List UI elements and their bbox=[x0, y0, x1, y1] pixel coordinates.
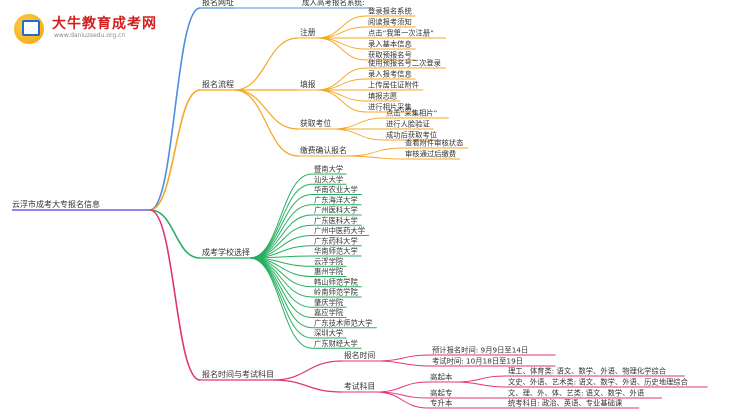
flow-leaf: 录入基本信息 bbox=[368, 40, 412, 49]
subjects-subbranch: 考试科目 bbox=[344, 381, 375, 391]
connector bbox=[249, 183, 313, 259]
time-subbranch: 报名时间 bbox=[344, 350, 375, 360]
school-item: 广东药科大学 bbox=[314, 236, 358, 245]
level-3: 专升本 bbox=[430, 398, 453, 408]
connector bbox=[249, 257, 313, 349]
connector bbox=[234, 37, 299, 91]
flow-leaf: 阅读报考须知 bbox=[368, 18, 412, 27]
connector bbox=[249, 194, 313, 259]
school-item: 广东技术师范大学 bbox=[314, 318, 372, 327]
flow-step-2: 填报 bbox=[300, 79, 316, 89]
flow-step-3: 获取考位 bbox=[300, 118, 331, 128]
connector bbox=[332, 128, 385, 141]
connector bbox=[234, 89, 299, 157]
school-item: 广东医科大学 bbox=[314, 216, 358, 225]
school-item: 广东财经大学 bbox=[314, 339, 358, 348]
school-item: 华南农业大学 bbox=[314, 185, 358, 194]
connector bbox=[347, 155, 404, 160]
connector bbox=[249, 204, 313, 259]
site-logo: 大牛教育成考网 www.daniuzsedu.org.cn bbox=[8, 10, 178, 50]
time-leaf: 预计报名时间: 9月9日至14日 bbox=[432, 346, 528, 355]
connector bbox=[454, 375, 507, 383]
school-item: 深圳大学 bbox=[314, 329, 343, 338]
branch-4: 报名时间与考试科目 bbox=[202, 369, 274, 379]
connector bbox=[149, 89, 201, 211]
branch-2: 报名流程 bbox=[202, 79, 234, 89]
connector bbox=[149, 209, 201, 381]
school-item: 云浮学院 bbox=[314, 257, 344, 266]
flow-leaf: 获取预报名号 bbox=[368, 51, 412, 60]
flow-leaf: 填报志愿 bbox=[368, 92, 397, 101]
connector bbox=[249, 224, 313, 259]
flow-leaf: 登录报名系统 bbox=[368, 7, 412, 16]
level-1: 高起本 bbox=[430, 372, 453, 382]
connector bbox=[376, 360, 431, 367]
website-leaf: 成人高考报名系统: bbox=[302, 0, 365, 7]
connector bbox=[454, 381, 507, 388]
connector bbox=[234, 89, 299, 130]
connector bbox=[249, 173, 313, 259]
school-item: 广州医科大学 bbox=[314, 206, 358, 215]
flow-leaf: 上传居住证附件 bbox=[368, 81, 419, 90]
school-item: 广东海洋大学 bbox=[314, 195, 358, 204]
connector bbox=[272, 360, 343, 381]
connector bbox=[317, 89, 367, 113]
school-item: 汕头大学 bbox=[314, 175, 343, 184]
school-item: 肇庆学院 bbox=[314, 298, 344, 307]
connector bbox=[376, 391, 429, 409]
school-item: 岭南师范学院 bbox=[314, 288, 358, 297]
logo-name: 大牛教育成考网 bbox=[52, 16, 157, 32]
flow-step-4: 缴费确认报名 bbox=[300, 145, 347, 155]
connector bbox=[249, 257, 313, 298]
book-icon bbox=[22, 20, 40, 36]
flow-leaf: 成功后获取考位 bbox=[386, 131, 437, 140]
school-item: 暨南大学 bbox=[314, 165, 343, 174]
connector bbox=[149, 209, 201, 259]
flow-leaf: 查看附件审核状态 bbox=[405, 139, 463, 148]
branch-1: 报名网址 bbox=[202, 0, 234, 7]
logo-url: www.daniuzsedu.org.cn bbox=[54, 32, 126, 39]
flow-step-1: 注册 bbox=[300, 27, 316, 37]
branch-3: 成考学校选择 bbox=[202, 247, 250, 257]
school-item: 惠州学院 bbox=[314, 267, 344, 276]
subject-leaf: 文、理、外、体、艺类: 语文、数学、外语 bbox=[508, 389, 644, 398]
connector bbox=[332, 117, 385, 130]
connector bbox=[272, 379, 343, 393]
school-item: 广州中医药大学 bbox=[314, 226, 365, 235]
connector bbox=[317, 89, 367, 102]
subject-leaf: 统考科目: 政治、英语、专业基础课 bbox=[508, 399, 623, 408]
connector bbox=[249, 257, 313, 329]
connector bbox=[376, 381, 429, 393]
time-leaf: 考试时间: 10月18日至19日 bbox=[432, 357, 523, 366]
connector bbox=[317, 37, 367, 61]
subject-leaf: 理工、体育类: 语文、数学、外语、物理化学综合 bbox=[508, 367, 667, 376]
subject-leaf: 文史、外语、艺术类: 语文、数学、外语、历史地理综合 bbox=[508, 378, 689, 387]
flow-leaf: 进行相片采集 bbox=[368, 103, 412, 112]
flow-leaf: 审核通过后缴费 bbox=[405, 150, 456, 159]
connector bbox=[317, 26, 367, 39]
graduation-badge-icon bbox=[14, 14, 44, 44]
flow-leaf: 录入报考信息 bbox=[368, 70, 412, 79]
connector bbox=[249, 257, 313, 339]
connector bbox=[347, 147, 404, 157]
flow-leaf: 进行人脸验证 bbox=[386, 120, 430, 129]
flow-leaf: 使用预报名号二次登录 bbox=[368, 59, 441, 68]
connector bbox=[376, 354, 431, 362]
connector bbox=[317, 78, 367, 91]
school-item: 嘉应学院 bbox=[314, 308, 344, 317]
mind-map-edges bbox=[12, 7, 708, 409]
school-item: 韩山师范学院 bbox=[314, 277, 358, 286]
flow-leaf: 点击“采集相片” bbox=[386, 109, 438, 118]
level-2: 高起专 bbox=[430, 388, 453, 398]
root-node: 云浮市成考大专报名信息 bbox=[12, 199, 100, 209]
flow-leaf: 点击“我第一次注册” bbox=[368, 29, 434, 38]
school-item: 华南师范大学 bbox=[314, 247, 358, 256]
mind-map-nodes: 云浮市成考大专报名信息 报名网址 成人高考报名系统: 报名流程 注册 登录报名系统阅读报考… bbox=[12, 0, 689, 408]
connector bbox=[317, 37, 367, 50]
connector bbox=[149, 7, 201, 211]
